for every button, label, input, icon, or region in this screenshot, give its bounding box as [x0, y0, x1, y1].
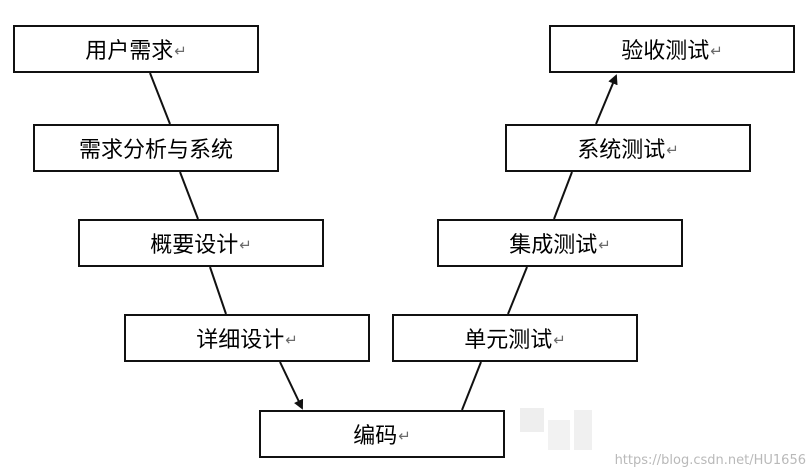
return-mark: ↵	[239, 236, 252, 254]
return-mark: ↵	[285, 331, 298, 349]
line-req-to-arch	[179, 171, 199, 220]
node-label: 详细设计	[196, 328, 285, 353]
node-label: 验收测试	[621, 39, 710, 64]
arrow-detail-to-code	[279, 361, 304, 410]
line-integ-to-sys	[553, 171, 573, 220]
line-unit-to-integ	[507, 266, 528, 315]
return-mark: ↵	[666, 141, 679, 159]
return-mark: ↵	[553, 331, 566, 349]
node-acceptance-test: 验收测试↵	[549, 25, 795, 73]
arrow-sys-to-accept	[595, 74, 618, 125]
node-system-test: 系统测试↵	[505, 124, 751, 172]
node-label: 用户需求	[85, 39, 174, 64]
watermark-mosaic	[574, 410, 592, 450]
line-arch-to-detail	[209, 266, 227, 315]
line-code-to-unit	[461, 361, 482, 411]
line-user-to-req	[149, 72, 171, 125]
return-mark: ↵	[598, 236, 611, 254]
node-label: 集成测试	[509, 233, 598, 258]
return-mark: ↵	[710, 42, 723, 60]
node-architecture-design: 概要设计↵	[78, 219, 324, 267]
return-mark: ↵	[174, 42, 187, 60]
return-mark: ↵	[398, 427, 411, 445]
node-user-requirements: 用户需求↵	[13, 25, 259, 73]
node-label: 需求分析与系统	[78, 138, 233, 163]
node-label: 概要设计	[150, 233, 239, 258]
node-label: 系统测试	[577, 138, 666, 163]
node-label: 单元测试	[464, 328, 553, 353]
watermark-text: https://blog.csdn.net/HU1656	[614, 453, 806, 468]
node-requirements-analysis: 需求分析与系统	[33, 124, 279, 172]
watermark-mosaic	[520, 408, 544, 432]
node-integration-test: 集成测试↵	[437, 219, 683, 267]
node-coding: 编码↵	[259, 410, 505, 458]
watermark-mosaic	[548, 420, 570, 450]
node-detailed-design: 详细设计↵	[124, 314, 370, 362]
node-label: 编码	[353, 424, 398, 449]
node-unit-test: 单元测试↵	[392, 314, 638, 362]
